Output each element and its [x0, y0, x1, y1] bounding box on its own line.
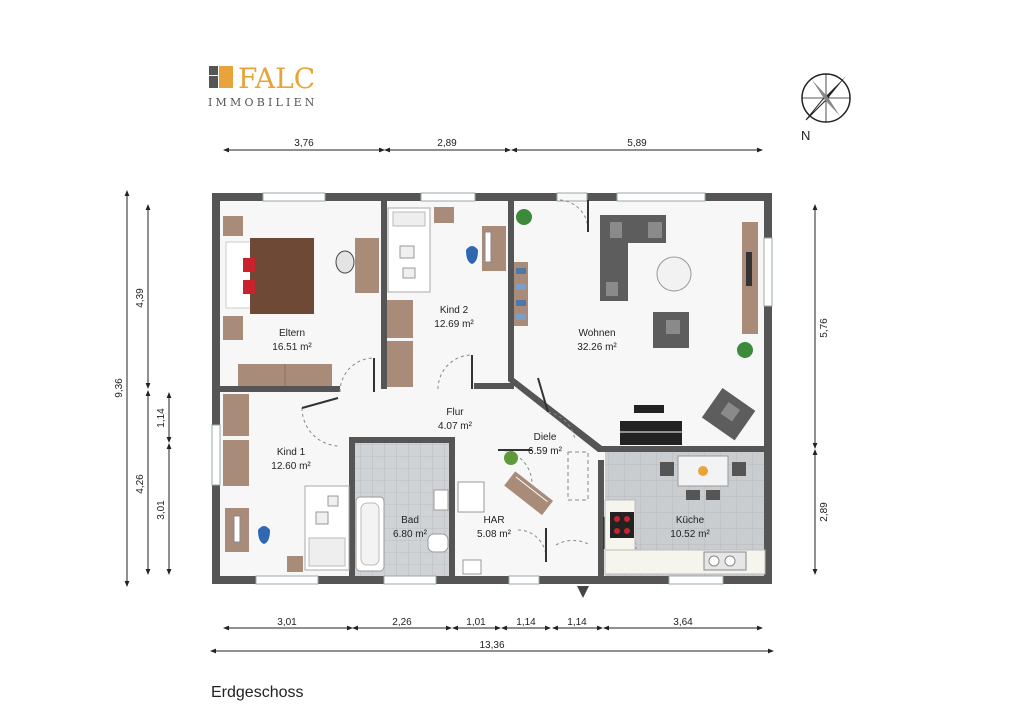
- door-leaves: [301, 200, 605, 562]
- eltern-furniture: [223, 216, 379, 386]
- kind2-furniture: [387, 207, 506, 387]
- room-name-kind1: Kind 1: [277, 447, 306, 458]
- room-name-eltern: Eltern: [279, 328, 305, 339]
- dimension-bottom: 3,01 2,26 1,01 1,14 1,14 3,64 13,36: [210, 617, 774, 654]
- coat-rack: [504, 471, 554, 516]
- room-name-diele: Diele: [534, 432, 557, 443]
- sink: [433, 489, 449, 511]
- room-area-har: 5.08 m²: [477, 529, 512, 540]
- rug: [567, 451, 589, 501]
- room-name-kind2: Kind 2: [440, 305, 469, 316]
- piano-bench: [634, 405, 664, 413]
- room-area-kind1: 12.60 m²: [271, 461, 311, 472]
- dim-bottom-6: 3,64: [673, 617, 693, 628]
- nightstand: [223, 216, 243, 236]
- dim-bottom-total: 13,36: [479, 640, 504, 651]
- toilet: [427, 533, 449, 553]
- pillow-red: [243, 258, 255, 272]
- dimension-left: 9,36 4,39 4,26 1,14 3,01: [114, 190, 172, 587]
- room-area-wohnen: 32.26 m²: [577, 342, 617, 353]
- wardrobe: [223, 394, 249, 436]
- dim-top-2: 2,89: [437, 138, 457, 149]
- dim-left-3: 4,26: [135, 474, 146, 494]
- compass-rose-icon: N: [801, 73, 851, 143]
- dim-bottom-3: 1,01: [466, 617, 486, 628]
- plant: [737, 342, 753, 358]
- bookshelf: [514, 262, 528, 326]
- dim-top-3: 5,89: [627, 138, 647, 149]
- chair: [686, 490, 700, 500]
- plant: [516, 209, 532, 225]
- logo-tagline: IMMOBILIEN: [208, 96, 318, 109]
- nightstand: [434, 207, 454, 223]
- chair-blue: [258, 526, 270, 544]
- coffee-table: [656, 256, 692, 292]
- windows: [211, 192, 773, 585]
- dim-left-1: 4,39: [135, 288, 146, 308]
- dim-bottom-4: 1,14: [516, 617, 536, 628]
- chair: [732, 462, 746, 476]
- falc-logo: FALC IMMOBILIEN: [208, 62, 318, 109]
- dim-bottom-2: 2,26: [392, 617, 412, 628]
- room-labels: Eltern 16.51 m² Kind 2 12.69 m² Wohnen 3…: [271, 305, 710, 540]
- dim-bottom-5: 1,14: [567, 617, 587, 628]
- kueche-furniture: [604, 455, 766, 575]
- floor-label: Erdgeschoss: [211, 684, 304, 701]
- compass-north-label: N: [801, 128, 810, 143]
- plant: [504, 451, 518, 465]
- bed: [250, 238, 314, 314]
- entrance-arrow-icon: [577, 586, 589, 598]
- room-area-kueche: 10.52 m²: [670, 529, 710, 540]
- chair-blue: [466, 246, 478, 264]
- dimension-right: 5,76 2,89: [812, 204, 830, 575]
- bad-furniture: [355, 489, 449, 572]
- wardrobe: [387, 300, 413, 338]
- wohnen-furniture: [514, 209, 758, 445]
- dim-top-1: 3,76: [294, 138, 314, 149]
- desk: [355, 238, 379, 293]
- room-name-flur: Flur: [446, 407, 464, 418]
- dim-right-2: 2,89: [819, 502, 830, 522]
- washing-machine: [457, 481, 485, 513]
- tv: [746, 252, 752, 286]
- kind1-furniture: [223, 394, 350, 572]
- har-furniture: [457, 451, 518, 575]
- chair: [660, 462, 674, 476]
- room-area-diele: 6.59 m²: [528, 446, 563, 457]
- room-name-kueche: Küche: [676, 515, 705, 526]
- dim-left-total: 9,36: [114, 378, 125, 398]
- room-name-bad: Bad: [401, 515, 419, 526]
- diele-furniture: [504, 451, 589, 598]
- room-area-bad: 6.80 m²: [393, 529, 428, 540]
- dim-bottom-1: 3,01: [277, 617, 297, 628]
- dim-left-4: 3,01: [156, 500, 167, 520]
- piano: [620, 421, 682, 445]
- room-name-wohnen: Wohnen: [578, 328, 615, 339]
- dim-right-1: 5,76: [819, 318, 830, 338]
- logo-brand: FALC: [238, 62, 315, 95]
- room-name-har: HAR: [483, 515, 504, 526]
- dim-left-2: 1,14: [156, 408, 167, 428]
- armchair: [701, 387, 756, 441]
- room-area-kind2: 12.69 m²: [434, 319, 474, 330]
- stool: [335, 250, 355, 274]
- room-area-flur: 4.07 m²: [438, 421, 473, 432]
- nightstand: [223, 316, 243, 340]
- dimension-top: 3,76 2,89 5,89: [223, 138, 763, 153]
- bed-pillow-area: [225, 241, 253, 309]
- pillow-red: [243, 280, 255, 294]
- chair: [706, 490, 720, 500]
- logo-mark-dark: [209, 66, 218, 75]
- room-area-eltern: 16.51 m²: [272, 342, 312, 353]
- walls: [212, 193, 772, 584]
- cooktop: [610, 512, 634, 538]
- logo-mark-accent: [219, 66, 233, 88]
- nightstand: [287, 556, 303, 572]
